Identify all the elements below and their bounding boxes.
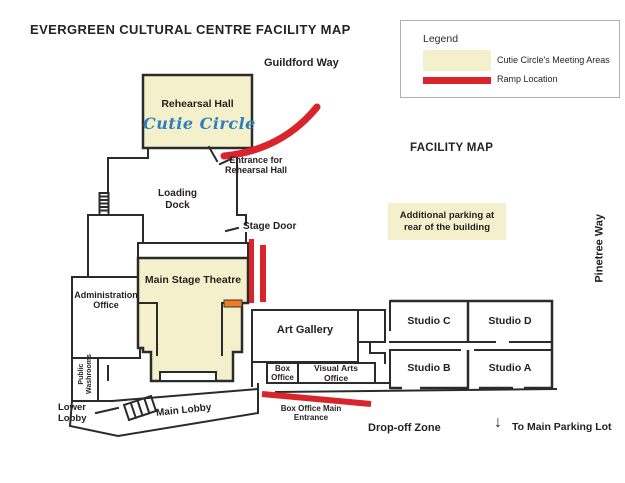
legend-ramp-label: Ramp Location <box>497 74 558 84</box>
studio-b-label: Studio B <box>407 362 451 374</box>
door-marker <box>223 299 243 308</box>
legend-heading: Legend <box>423 33 459 45</box>
public-washrooms-label: Public Washrooms <box>77 354 93 394</box>
art-gallery-room <box>251 309 359 363</box>
legend-box: Legend Cutie Circle's Meeting Areas Ramp… <box>400 20 620 98</box>
lower-lobby-label: Lower Lobby <box>58 402 87 424</box>
cutie-circle-logo: Cutie Circle <box>143 114 256 133</box>
art-gallery-label: Art Gallery <box>276 324 334 336</box>
visual-arts-office-room <box>297 362 376 384</box>
loading-dock-label: Loading Dock <box>158 188 197 211</box>
stage-door-label: Stage Door <box>243 221 297 232</box>
studio-c-label: Studio C <box>407 315 451 327</box>
theatre-seating-detail <box>159 371 217 382</box>
legend-meeting-areas-label: Cutie Circle's Meeting Areas <box>497 55 610 65</box>
stage-area <box>137 242 249 259</box>
additional-parking-note: Additional parking at rear of the buildi… <box>388 203 506 240</box>
guildford-way-label: Guildford Way <box>264 57 339 69</box>
rehearsal-hall-room <box>141 73 254 150</box>
box-office-main-entrance-label: Box Office Main Entrance <box>280 404 342 423</box>
rehearsal-entrance-ramp <box>220 103 321 160</box>
lower-lobby-stairs-icon <box>122 394 158 422</box>
box-office-entrance-ramp <box>261 391 372 407</box>
down-arrow-icon: ↓ <box>494 414 502 431</box>
box-office-label: Box Office <box>271 364 294 383</box>
gallery-side-room <box>357 309 386 343</box>
rehearsal-hall-label: Rehearsal Hall <box>161 98 234 110</box>
pinetree-way-label: Pinetree Way <box>593 213 606 283</box>
entrance-rehearsal-label: Entrance for Rehearsal Hall <box>224 155 288 176</box>
building-outline <box>68 145 558 438</box>
administration-office-label: Administration Office <box>74 290 138 311</box>
facility-map-heading: FACILITY MAP <box>410 142 494 154</box>
stage-door-ramp <box>249 239 266 303</box>
ramp-swatch <box>423 77 491 84</box>
to-main-parking-lot-label: To Main Parking Lot <box>512 421 612 433</box>
studio-d-label: Studio D <box>488 315 532 327</box>
administration-office-room <box>71 276 141 359</box>
visual-arts-office-label: Visual Arts Office <box>314 363 358 383</box>
main-stage-theatre-label: Main Stage Theatre <box>144 274 242 286</box>
studio-a-label: Studio A <box>488 362 532 374</box>
drop-off-zone-label: Drop-off Zone <box>368 422 441 434</box>
meeting-area-swatch <box>423 50 491 71</box>
main-stage-theatre-room <box>136 256 250 383</box>
page-title: EVERGREEN CULTURAL CENTRE FACILITY MAP <box>30 22 351 37</box>
loading-dock-stairs-icon <box>98 192 110 216</box>
